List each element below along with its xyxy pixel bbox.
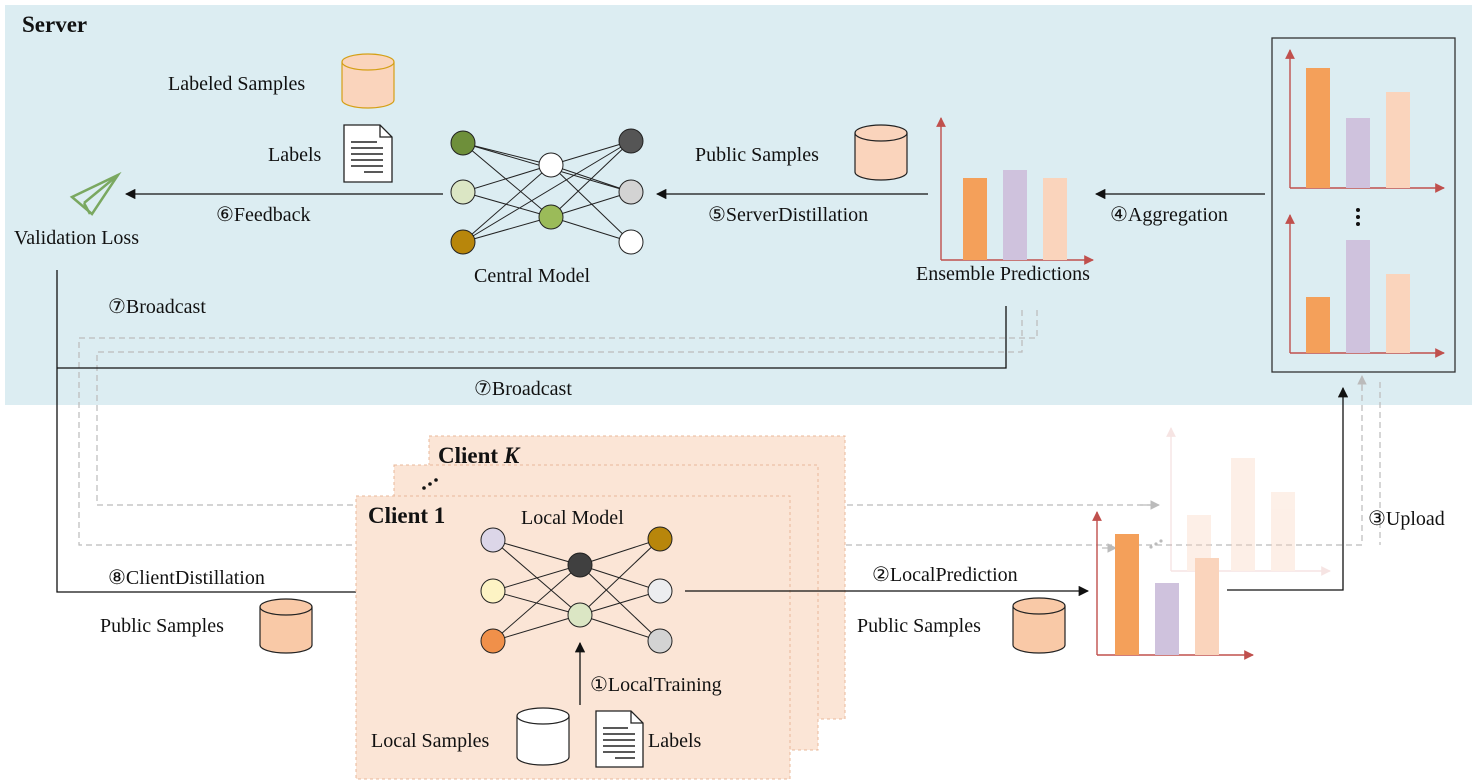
client-k-title: Client K xyxy=(438,443,521,468)
step-feedback-label: ⑥Feedback xyxy=(216,204,311,226)
labeled-samples-label: Labeled Samples xyxy=(168,73,305,95)
aggregation-bar xyxy=(1386,274,1410,353)
client-prediction-chart xyxy=(1092,511,1254,660)
ellipsis-icon xyxy=(1356,208,1360,226)
broadcast-solid-path xyxy=(57,306,1007,369)
upload-path xyxy=(1227,386,1349,591)
local-samples-label: Local Samples xyxy=(371,730,490,752)
ensemble-bar xyxy=(1003,170,1027,260)
client-ellipsis-icon xyxy=(422,478,438,490)
ensemble-bar xyxy=(1043,178,1067,260)
local-node xyxy=(647,628,673,654)
step-local-prediction-label: ②LocalPrediction xyxy=(872,564,1018,586)
prediction-bar xyxy=(1115,534,1139,655)
step-broadcast-label-upper: ⑦Broadcast xyxy=(108,296,206,318)
server-title: Server xyxy=(22,12,87,37)
local-node xyxy=(480,628,506,654)
ensemble-bar xyxy=(963,178,987,260)
server-public-samples-label: Public Samples xyxy=(695,144,819,166)
local-node xyxy=(567,602,593,628)
aggregation-bar xyxy=(1346,240,1370,353)
right-public-samples-database-icon xyxy=(1012,597,1066,654)
back-prediction-bar xyxy=(1271,492,1295,571)
client-labels-document-icon xyxy=(595,710,644,768)
server-public-samples-database-icon xyxy=(854,124,908,181)
local-model-network xyxy=(480,526,673,654)
aggregation-box xyxy=(1271,37,1456,373)
local-node xyxy=(647,578,673,604)
ensemble-predictions-chart xyxy=(936,117,1094,265)
aggregation-bar xyxy=(1306,68,1330,188)
server-labels-document-icon xyxy=(343,124,393,183)
central-node xyxy=(450,130,476,156)
local-node xyxy=(647,526,673,552)
client-prediction-ellipsis-icon xyxy=(1149,539,1163,549)
local-samples-database-icon xyxy=(516,707,570,766)
local-node xyxy=(480,578,506,604)
aggregation-bar xyxy=(1386,92,1410,188)
client-labels-label: Labels xyxy=(648,730,702,752)
central-node xyxy=(450,179,476,205)
validation-loss-label: Validation Loss xyxy=(14,227,139,249)
step-client-distillation-label: ⑧ClientDistillation xyxy=(108,567,265,589)
aggregation-bar xyxy=(1346,118,1370,188)
labeled-samples-database-icon xyxy=(341,53,395,109)
back-prediction-bar xyxy=(1231,458,1255,571)
central-model-network xyxy=(450,128,644,255)
step-server-distillation-label: ⑤ServerDistillation xyxy=(708,204,868,226)
aggregation-chart-top xyxy=(1285,49,1445,193)
client-prediction-chart-back xyxy=(1166,427,1331,576)
client-1-title: Client 1 xyxy=(368,503,445,528)
aggregation-bar xyxy=(1306,297,1330,353)
client-panel-1 xyxy=(355,495,791,780)
step-upload-label: ③Upload xyxy=(1368,508,1445,530)
prediction-bar xyxy=(1195,558,1219,655)
central-node xyxy=(618,229,644,255)
prediction-bar xyxy=(1155,583,1179,655)
server-labels-label: Labels xyxy=(268,144,322,166)
step-broadcast-label-lower: ⑦Broadcast xyxy=(474,378,572,400)
central-model-label: Central Model xyxy=(474,265,591,287)
central-node xyxy=(618,179,644,205)
central-node xyxy=(618,128,644,154)
central-node xyxy=(538,204,564,230)
local-node xyxy=(567,552,593,578)
client-public-samples-database-icon xyxy=(259,598,313,654)
paper-plane-icon xyxy=(69,171,122,216)
central-node xyxy=(538,152,564,178)
step-aggregation-label: ④Aggregation xyxy=(1110,204,1228,226)
client-distillation-path xyxy=(56,270,465,598)
step-local-training-label: ①LocalTraining xyxy=(590,674,722,696)
central-node xyxy=(450,229,476,255)
ensemble-predictions-label: Ensemble Predictions xyxy=(916,263,1090,285)
local-model-label: Local Model xyxy=(521,507,624,529)
client-public-samples-label: Public Samples xyxy=(100,615,224,637)
aggregation-chart-bottom xyxy=(1285,214,1445,358)
local-node xyxy=(480,527,506,553)
right-public-samples-label: Public Samples xyxy=(857,615,981,637)
